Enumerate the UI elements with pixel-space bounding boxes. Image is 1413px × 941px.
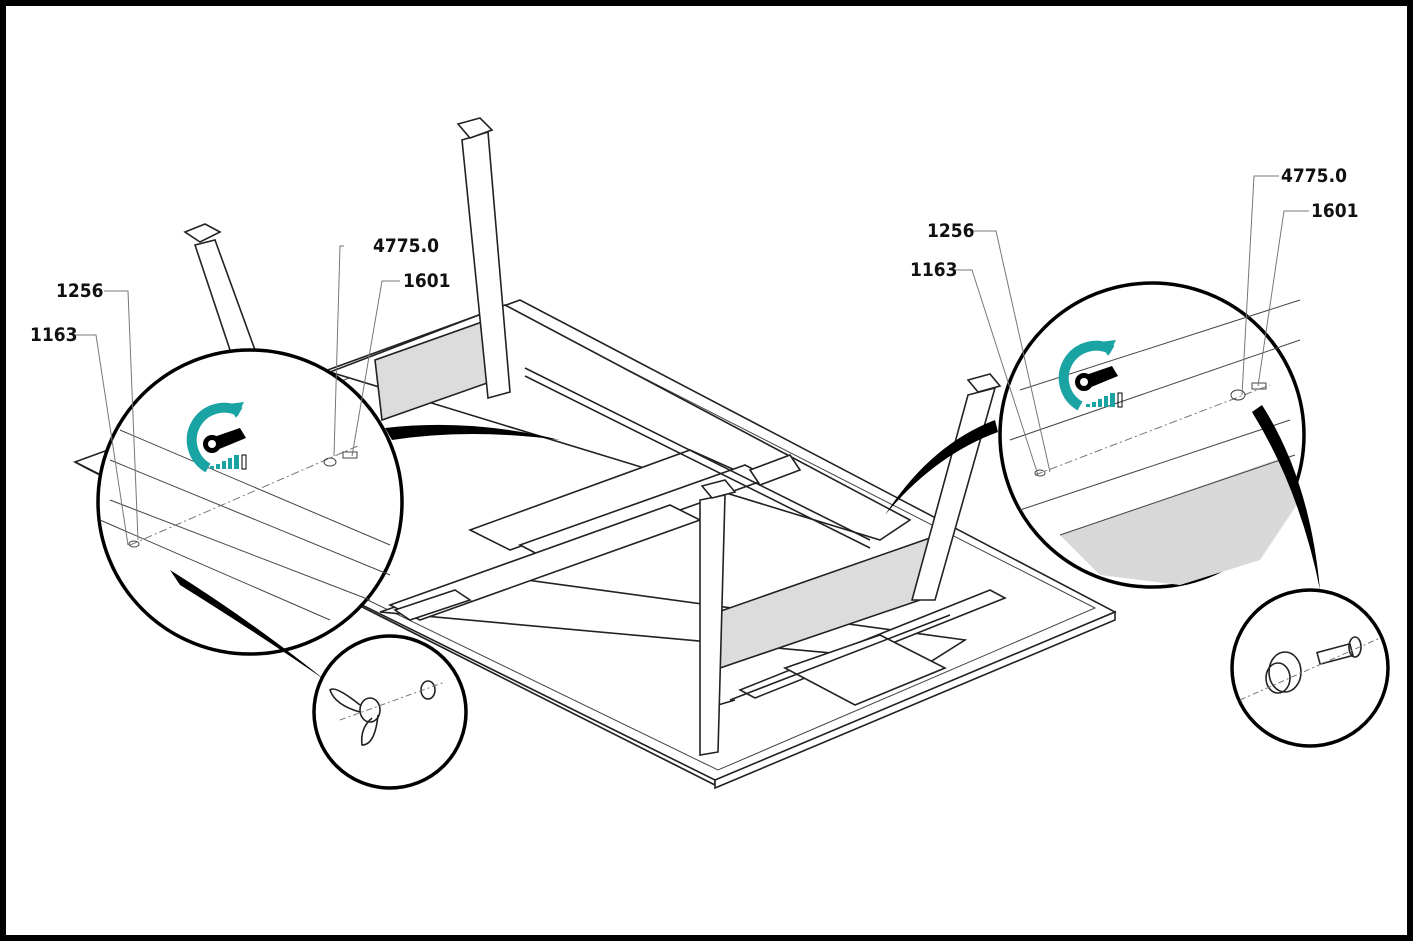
callout-1163-left: 1163	[30, 324, 78, 346]
left-detail-magnifier	[96, 348, 560, 656]
tighten-wrench-icon-left	[186, 402, 247, 473]
callout-leaders	[72, 175, 1309, 546]
callout-4775-left: 4775.0	[373, 235, 439, 257]
callout-1256-left: 1256	[56, 280, 104, 302]
tighten-wrench-icon-right	[1058, 340, 1123, 411]
torque-bars-icon-left	[210, 454, 247, 470]
assembly-drawing: 4775.0 1601 1256 1163 4775.0 1601 1256 1…	[30, 117, 1390, 790]
callout-1163-right: 1163	[910, 259, 958, 281]
callout-1256-right: 1256	[927, 220, 975, 242]
right-bolt-detail	[1230, 405, 1390, 748]
torque-bars-icon-right	[1086, 392, 1123, 408]
left-wingnut-detail	[170, 570, 468, 790]
callout-1601-right: 1601	[1311, 200, 1359, 222]
table-legs	[183, 117, 1002, 756]
callout-4775-right: 4775.0	[1281, 165, 1347, 187]
callout-1601-left: 1601	[403, 270, 451, 292]
